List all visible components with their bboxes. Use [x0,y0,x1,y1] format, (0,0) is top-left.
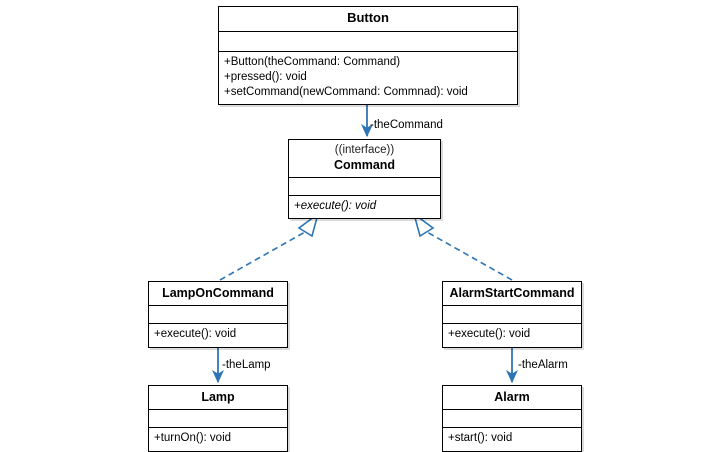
class-operations-command: +execute(): void [289,196,440,219]
class-name-alarm: Alarm [443,386,581,411]
uml-class-alarmstartcommand[interactable]: AlarmStartCommand +execute(): void [442,281,582,348]
class-name-lamp: Lamp [149,386,287,411]
operation-item: +pressed(): void [224,71,307,84]
class-title-command: Command [333,157,396,172]
operation-item: +turnOn(): void [154,432,232,445]
operation-item: +execute(): void [154,328,237,341]
connector-lamponcommand-command [219,211,320,281]
class-attributes-alarmstartcommand [443,306,581,325]
class-name-alarmstartcommand: AlarmStartCommand [443,282,581,307]
class-title-lamp: Lamp [201,390,235,404]
operation-item: +Button(theCommand: Command) [224,55,401,68]
edge-label-thelamp: -theLamp [222,359,271,371]
class-title-lamponcommand: LampOnCommand [162,286,274,300]
class-operations-button: +Button(theCommand: Command) +pressed():… [219,51,517,105]
class-attributes-command [289,178,440,197]
stereotype-interface: ((interface)) [334,144,395,156]
edge-label-thecommand: -theCommand [370,119,443,131]
edge-label-thealarm: -theAlarm [518,359,568,371]
class-operations-alarm: +start(): void [443,428,581,451]
uml-class-command[interactable]: ((interface)) Command +execute(): void [288,139,441,220]
uml-class-alarm[interactable]: Alarm +start(): void [442,385,582,452]
class-title-alarmstartcommand: AlarmStartCommand [449,286,575,300]
class-name-lamponcommand: LampOnCommand [149,282,287,307]
class-operations-lamponcommand: +execute(): void [149,324,287,347]
uml-class-button[interactable]: Button +Button(theCommand: Command) +pre… [218,6,518,106]
class-attributes-lamponcommand [149,306,287,325]
class-attributes-button [219,31,517,52]
class-title-alarm: Alarm [494,390,530,404]
class-name-button: Button [219,7,517,32]
operation-item: +start(): void [448,432,513,445]
class-operations-alarmstartcommand: +execute(): void [443,324,581,347]
class-attributes-lamp [149,410,287,429]
uml-class-lamponcommand[interactable]: LampOnCommand +execute(): void [148,281,288,348]
operation-item: +execute(): void [294,200,377,213]
class-operations-lamp: +turnOn(): void [149,428,287,451]
operation-item: +setCommand(newCommand: Commnad): void [224,86,468,99]
connector-alarmstartcommand-command [412,211,513,281]
class-title-button: Button [347,10,389,25]
class-name-command: ((interface)) Command [289,140,440,179]
class-attributes-alarm [443,410,581,429]
operation-item: +execute(): void [448,328,531,341]
uml-class-lamp[interactable]: Lamp +turnOn(): void [148,385,288,452]
